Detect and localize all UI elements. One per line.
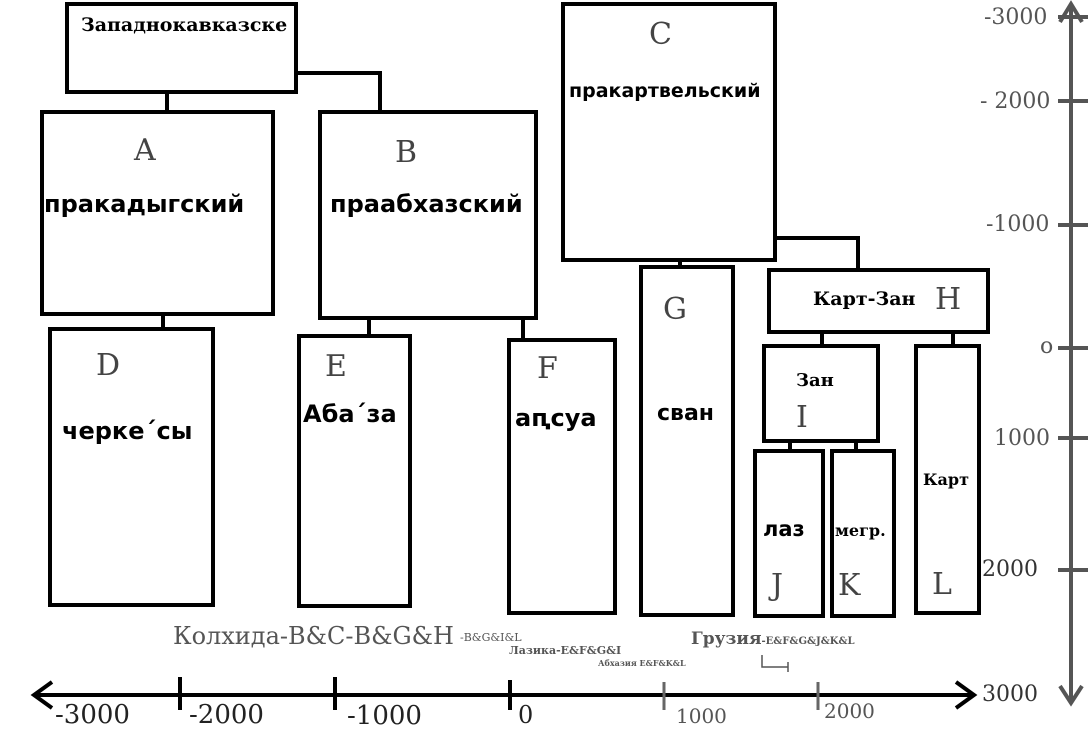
node-e-label: Аба´за	[303, 400, 397, 428]
node-b-letter: B	[395, 135, 418, 170]
annotation-georgia-name: Грузия	[691, 629, 762, 649]
node-h-letter: H	[935, 282, 962, 317]
node-root-west-label: Западнокавказске	[81, 14, 288, 36]
node-f-label: аԥсуа	[515, 404, 597, 432]
node-g: G сван	[639, 265, 735, 617]
x-tick-label: 1000	[676, 704, 727, 728]
annotation-abkhazia: Абхазия E&F&K&L	[598, 658, 686, 668]
y-tick-label: 2000	[982, 557, 1038, 582]
node-c-letter: C	[649, 17, 672, 52]
node-a-letter: A	[134, 133, 156, 168]
annotation-kolkhida-codes: -B&C-B&G&H	[279, 622, 454, 650]
node-h-label: Карт-Зан	[813, 288, 916, 310]
node-root-west: Западнокавказске	[65, 2, 298, 94]
node-k-letter: K	[838, 568, 861, 603]
node-i-letter: I	[796, 400, 808, 435]
node-i: Зан I	[762, 344, 880, 443]
x-tick-label: 0	[518, 701, 534, 729]
node-f: F аԥсуа	[507, 338, 617, 615]
node-b: B праабхазский	[318, 110, 538, 320]
node-j-label: лаз	[763, 517, 805, 541]
node-h: Карт-Зан H	[767, 268, 990, 334]
y-tick-label: -1000	[986, 212, 1050, 237]
node-g-label: сван	[657, 401, 715, 426]
node-f-letter: F	[537, 351, 558, 386]
node-k-label: мегр.	[835, 521, 886, 540]
x-tick-label: 2000	[824, 699, 875, 723]
node-j: лаз J	[753, 449, 825, 618]
node-e: E Аба´за	[297, 334, 412, 608]
x-tick-label: -1000	[347, 701, 422, 731]
node-l-letter: L	[932, 567, 952, 602]
node-d-letter: D	[96, 348, 121, 383]
annotation-georgia-codes: -E&F&G&J&K&L	[761, 636, 855, 647]
annotation-lazika: Лазика-E&F&G&I	[509, 644, 622, 657]
y-tick-label: - 2000	[980, 89, 1051, 114]
annotation-kolkhida-name: Колхида	[173, 622, 280, 650]
node-j-letter: J	[771, 568, 784, 603]
y-tick-label: 1000	[994, 426, 1050, 451]
node-i-label: Зан	[796, 370, 834, 391]
x-tick-label: -3000	[55, 700, 130, 730]
y-tick-label: 3000	[982, 682, 1038, 707]
node-b-label: праабхазский	[330, 190, 523, 218]
node-e-letter: E	[325, 349, 347, 384]
node-a: A пракадыгский	[40, 110, 275, 316]
y-tick-label: o	[1040, 334, 1054, 359]
node-d-label: черке´сы	[62, 417, 193, 445]
y-tick-label: -3000	[984, 5, 1048, 30]
x-tick-label: -2000	[189, 700, 264, 730]
annotation-georgia: Грузия-E&F&G&J&K&L	[691, 631, 855, 648]
node-a-label: пракадыгский	[44, 190, 245, 218]
node-d: D черке´сы	[48, 327, 215, 607]
node-g-letter: G	[663, 292, 687, 327]
annotation-kolkhida: Колхида-B&C-B&G&H	[173, 624, 454, 648]
node-l-label: Карт	[923, 470, 970, 489]
node-c-label: пракартвельский	[569, 80, 761, 102]
y-axis	[1058, 0, 1088, 707]
node-k: мегр. K	[830, 449, 896, 618]
node-l: Карт L	[914, 344, 981, 615]
node-c: C пракартвельский	[561, 2, 777, 262]
annotation-kolkhida-small: -B&G&I&L	[460, 631, 522, 644]
